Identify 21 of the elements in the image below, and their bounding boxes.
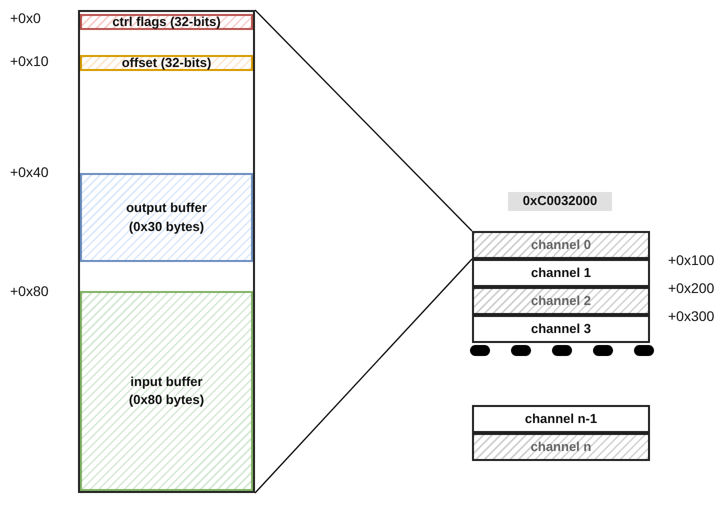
address-label: 0xC0032000 (508, 192, 612, 211)
offset-label: +0x10 (10, 53, 49, 69)
channel-slot: channel n (472, 433, 650, 461)
channel-slot: channel n-1 (472, 405, 650, 433)
offset-label: +0x0 (10, 10, 41, 26)
offset-label: +0x200 (668, 280, 714, 296)
channel-slot: channel 2 (472, 287, 650, 315)
memory-block (78, 10, 255, 493)
buffer-region: output buffer (0x30 bytes) (80, 173, 253, 262)
projection-line (254, 258, 472, 494)
offset-label: +0x100 (668, 252, 714, 268)
offset-label: +0x300 (668, 308, 714, 324)
projection-line (254, 10, 472, 232)
channel-slot: channel 3 (472, 315, 650, 343)
offset-label: +0x80 (10, 283, 49, 299)
channel-slot: channel 1 (472, 259, 650, 287)
buffer-region: input buffer (0x80 bytes) (80, 291, 253, 491)
offset-label: +0x40 (10, 164, 49, 180)
register-field: offset (32-bits) (80, 55, 253, 71)
channel-slot: channel 0 (472, 231, 650, 259)
register-field: ctrl flags (32-bits) (80, 14, 253, 30)
